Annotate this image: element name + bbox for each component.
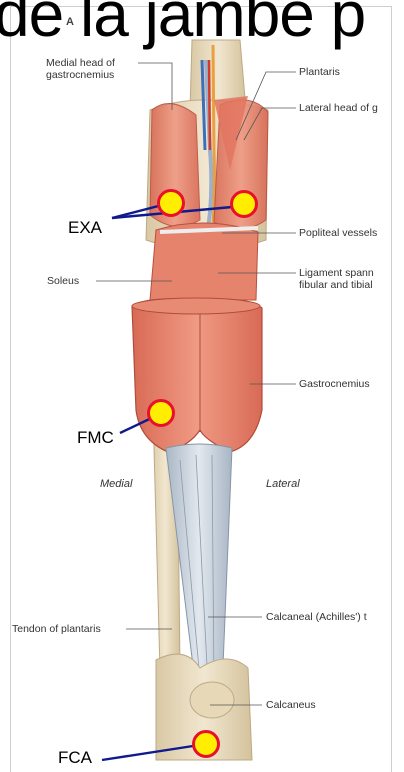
exa-marker-medial xyxy=(157,189,185,217)
achilles-tendon xyxy=(165,443,233,691)
label-calcaneus: Calcaneus xyxy=(266,699,316,711)
label-medial-head: Medial head of gastrocnemius xyxy=(46,57,115,81)
label-soleus: Soleus xyxy=(47,275,80,287)
fca-marker xyxy=(192,730,220,758)
label-ligament: Ligament spann fibular and tibial xyxy=(299,267,374,291)
panel-letter: A xyxy=(66,16,74,28)
label-lateral-head: Lateral head of g xyxy=(299,102,378,114)
label-ligament-line2: fibular and tibial xyxy=(299,279,373,291)
label-medial-side: Medial xyxy=(100,478,133,490)
calcaneus-bone xyxy=(155,653,253,761)
soleus-muscle xyxy=(149,222,259,301)
label-popliteal-vessels: Popliteal vessels xyxy=(299,227,378,239)
label-gastrocnemius: Gastrocnemius xyxy=(299,378,370,390)
fmc-marker xyxy=(147,399,175,427)
label-ligament-line1: Ligament spann xyxy=(299,267,374,279)
figure-frame xyxy=(10,6,392,772)
exa-marker-lateral xyxy=(230,190,258,218)
label-medial-head-line1: Medial head of xyxy=(46,57,115,69)
marker-label-fca: FCA xyxy=(58,748,92,767)
label-plantaris: Plantaris xyxy=(299,66,340,78)
label-medial-head-line2: gastrocnemius xyxy=(46,69,115,81)
leader-lines xyxy=(96,62,296,706)
marker-dots xyxy=(147,189,258,758)
page-title: de la jambe p xyxy=(0,0,366,50)
marker-label-fmc: FMC xyxy=(77,428,114,447)
label-lateral-side: Lateral xyxy=(266,478,300,490)
label-calcaneal-tendon: Calcaneal (Achilles') t xyxy=(266,611,367,623)
marker-label-exa: EXA xyxy=(68,218,103,237)
label-tendon-plantaris: Tendon of plantaris xyxy=(12,623,101,635)
gastrocnemius-belly xyxy=(131,297,263,453)
